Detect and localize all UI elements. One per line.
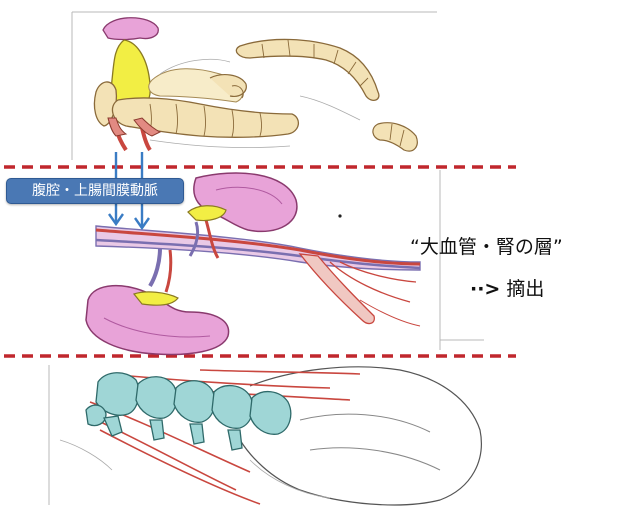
stomach-top	[103, 18, 158, 40]
dotted-arrow-icon: ··>	[470, 278, 500, 300]
psoas-muscle	[240, 367, 481, 505]
upper-adrenal	[188, 206, 226, 221]
lower-adrenal	[134, 292, 178, 305]
sigmoid-colon	[373, 123, 417, 151]
action-note: ··> 摘出	[470, 274, 544, 301]
spine-layer	[60, 367, 481, 505]
artery-label: 腹腔・上腸間膜動脈	[6, 178, 184, 204]
upper-kidney	[194, 173, 297, 231]
descending-colon	[236, 39, 379, 100]
action-text: 摘出	[506, 278, 544, 300]
upper-organs	[94, 18, 417, 151]
layer-note: “大血管・腎の層”	[410, 232, 563, 259]
